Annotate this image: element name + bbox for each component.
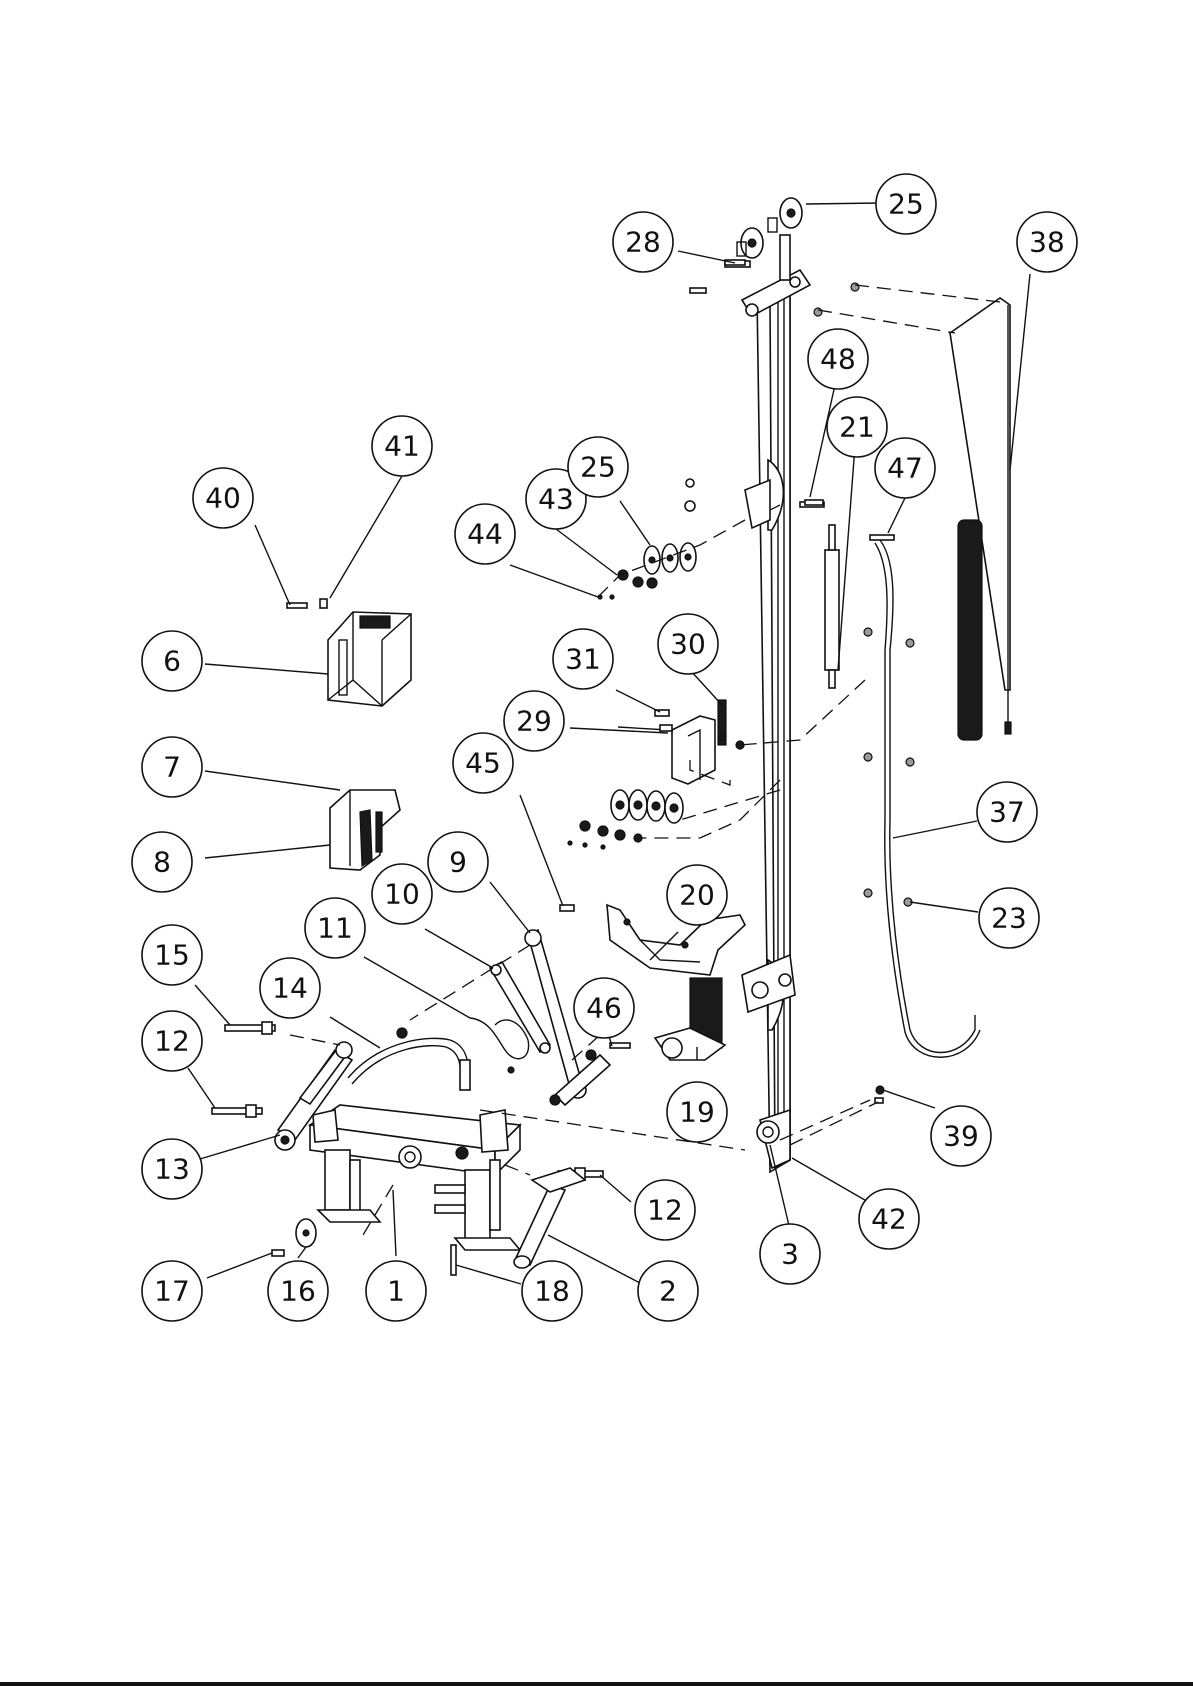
callout-number: 21: [839, 411, 875, 444]
lower-pulley-set: [568, 790, 683, 849]
callout-number: 14: [272, 972, 308, 1005]
bottom-border-line: [0, 1682, 1193, 1686]
callout-40: 40: [193, 468, 253, 528]
callout-37: 37: [977, 782, 1037, 842]
callout-number: 40: [205, 482, 241, 515]
callout-42: 42: [859, 1189, 919, 1249]
callout-number: 9: [449, 846, 467, 879]
callout-number: 48: [820, 343, 856, 376]
callout-number: 41: [384, 430, 420, 463]
callout-number: 3: [781, 1238, 799, 1271]
callout-46: 46: [574, 978, 634, 1038]
callout-number: 25: [580, 451, 616, 484]
callout-number: 17: [154, 1275, 190, 1308]
callout-number: 42: [871, 1203, 907, 1236]
callout-11: 11: [305, 898, 365, 958]
callout-number: 39: [943, 1120, 979, 1153]
callout-2: 2: [638, 1261, 698, 1321]
callout-41: 41: [372, 416, 432, 476]
callout-number: 30: [670, 628, 706, 661]
callout-number: 15: [154, 939, 190, 972]
callout-45: 45: [453, 733, 513, 793]
callout-number: 28: [625, 226, 661, 259]
callout-39: 39: [931, 1106, 991, 1166]
callout-12: 12: [635, 1180, 695, 1240]
part-38-shroud: [950, 298, 1011, 740]
callout-number: 7: [163, 751, 181, 784]
callout-16: 16: [268, 1261, 328, 1321]
callout-29: 29: [504, 691, 564, 751]
callout-number: 47: [887, 452, 923, 485]
callout-number: 1: [387, 1275, 405, 1308]
callout-number: 45: [465, 747, 501, 780]
callout-28: 28: [613, 212, 673, 272]
callout-15: 15: [142, 925, 202, 985]
callout-44: 44: [455, 504, 515, 564]
callout-number: 12: [647, 1194, 683, 1227]
callout-number: 44: [467, 518, 503, 551]
main-upright-column: [742, 275, 795, 1172]
callout-number: 12: [154, 1025, 190, 1058]
part-6-weight-block: [328, 612, 411, 706]
callout-number: 29: [516, 705, 552, 738]
callout-30: 30: [658, 614, 718, 674]
callout-17: 17: [142, 1261, 202, 1321]
callout-8: 8: [132, 832, 192, 892]
callout-48: 48: [808, 329, 868, 389]
callout-23: 23: [979, 888, 1039, 948]
callout-number: 37: [989, 796, 1025, 829]
callout-number: 19: [679, 1096, 715, 1129]
part-14-hose: [348, 1038, 470, 1090]
callout-number: 43: [538, 483, 574, 516]
callout-14: 14: [260, 958, 320, 1018]
callout-number: 6: [163, 645, 181, 678]
callout-19: 19: [667, 1082, 727, 1142]
callout-number: 18: [534, 1275, 570, 1308]
callout-number: 20: [679, 879, 715, 912]
callout-number: 16: [280, 1275, 316, 1308]
callout-number: 46: [586, 992, 622, 1025]
callout-12: 12: [142, 1011, 202, 1071]
callout-number: 38: [1029, 226, 1065, 259]
callout-3: 3: [760, 1224, 820, 1284]
callout-7: 7: [142, 737, 202, 797]
callout-21: 21: [827, 397, 887, 457]
callout-13: 13: [142, 1139, 202, 1199]
callout-number: 2: [659, 1275, 677, 1308]
callout-6: 6: [142, 631, 202, 691]
callout-number: 13: [154, 1153, 190, 1186]
part-7-8-bracket: [330, 790, 400, 870]
callout-number: 10: [384, 878, 420, 911]
callout-20: 20: [667, 865, 727, 925]
part-19-handle: [655, 978, 725, 1060]
callout-10: 10: [372, 864, 432, 924]
part-2-bar: [514, 1168, 585, 1268]
callout-38: 38: [1017, 212, 1077, 272]
callout-number: 11: [317, 912, 353, 945]
callout-18: 18: [522, 1261, 582, 1321]
callout-9: 9: [428, 832, 488, 892]
part-1-base-frame: [310, 1105, 520, 1250]
callout-1: 1: [366, 1261, 426, 1321]
callout-number: 31: [565, 643, 601, 676]
part-40-41-pins: [287, 599, 327, 608]
callout-47: 47: [875, 438, 935, 498]
callout-31: 31: [553, 629, 613, 689]
part-21-rod: [825, 525, 839, 688]
callout-number: 23: [991, 902, 1027, 935]
callout-25: 25: [568, 437, 628, 497]
callout-number: 25: [888, 188, 924, 221]
part-29-carriage: [618, 700, 744, 784]
callout-25: 25: [876, 174, 936, 234]
callout-number: 8: [153, 846, 171, 879]
